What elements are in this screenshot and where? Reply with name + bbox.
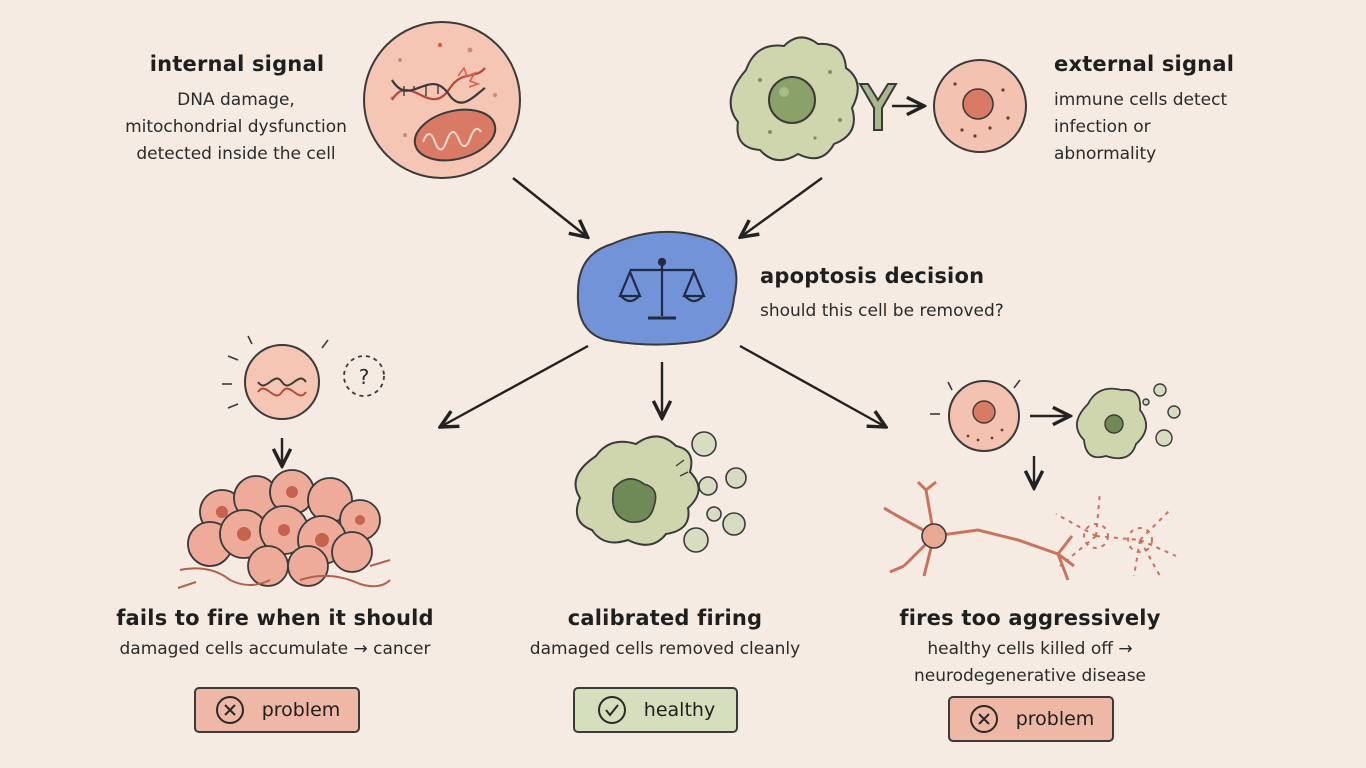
damaged-cell-icon (222, 335, 329, 420)
aggressive-line-1: healthy cells killed off → (927, 639, 1133, 659)
internal-line-3: detected inside the cell (136, 144, 336, 164)
external-signal-title: external signal (1054, 52, 1235, 76)
outcome-aggressive-desc: healthy cells killed off → neurodegenera… (885, 636, 1175, 690)
arrow-to-aggressive (739, 344, 884, 426)
x-circle-icon (215, 696, 244, 724)
immune-cell-icon (729, 36, 859, 161)
internal-signal-title: internal signal (149, 52, 325, 76)
decision-question: should this cell be removed? (760, 301, 1004, 321)
external-line-3: abnormality (1054, 144, 1157, 164)
healthy-cell-icon (930, 379, 1021, 452)
internal-signal-cell-icon (363, 21, 521, 179)
external-signal-desc: immune cells detect infection or abnorma… (1054, 87, 1274, 168)
decision-title: apoptosis decision (760, 264, 985, 288)
aggressive-line-2: neurodegenerative disease (913, 666, 1147, 686)
antibody-icon (858, 83, 898, 131)
neuron-icon (883, 480, 1075, 581)
external-line-2: infection or (1054, 117, 1151, 137)
x-circle-icon (969, 705, 998, 733)
phagocyte-icon (574, 431, 747, 553)
internal-line-2: mitochondrial dysfunction (125, 117, 347, 137)
outcome-calibrated-title: calibrated firing (567, 606, 763, 630)
attacked-cell-icon (1076, 383, 1181, 460)
balance-scale-icon (618, 257, 706, 320)
outcome-fails-title: fails to fire when it should (116, 606, 434, 630)
badge-label: healthy (643, 699, 716, 721)
internal-line-1: DNA damage, (177, 90, 295, 110)
internal-signal-desc: DNA damage, mitochondrial dysfunction de… (116, 87, 356, 168)
badge-label: problem (261, 699, 341, 721)
external-line-1: immune cells detect (1054, 90, 1228, 110)
mitochondrion-icon (413, 108, 497, 162)
dna-icon (391, 66, 486, 104)
problem-badge: problem (194, 687, 360, 733)
outcome-calibrated-desc: damaged cells removed cleanly (529, 639, 801, 659)
dead-neuron-icon (1055, 491, 1177, 577)
question-icon: ? (343, 355, 385, 397)
arrow-to-fails (442, 344, 589, 426)
arrow-internal-to-decision (512, 177, 586, 236)
target-cell-icon (933, 59, 1027, 153)
tumor-cluster-icon (177, 469, 391, 589)
problem-badge: problem (948, 696, 1114, 742)
outcome-fails-desc: damaged cells accumulate → cancer (119, 639, 431, 659)
arrow-external-to-decision (742, 177, 823, 236)
healthy-badge: healthy (573, 687, 738, 733)
svg-text:?: ? (359, 365, 370, 389)
outcome-aggressive-title: fires too aggressively (899, 606, 1161, 630)
badge-label: problem (1015, 708, 1095, 730)
decision-blob (576, 230, 738, 346)
check-circle-icon (597, 696, 626, 724)
